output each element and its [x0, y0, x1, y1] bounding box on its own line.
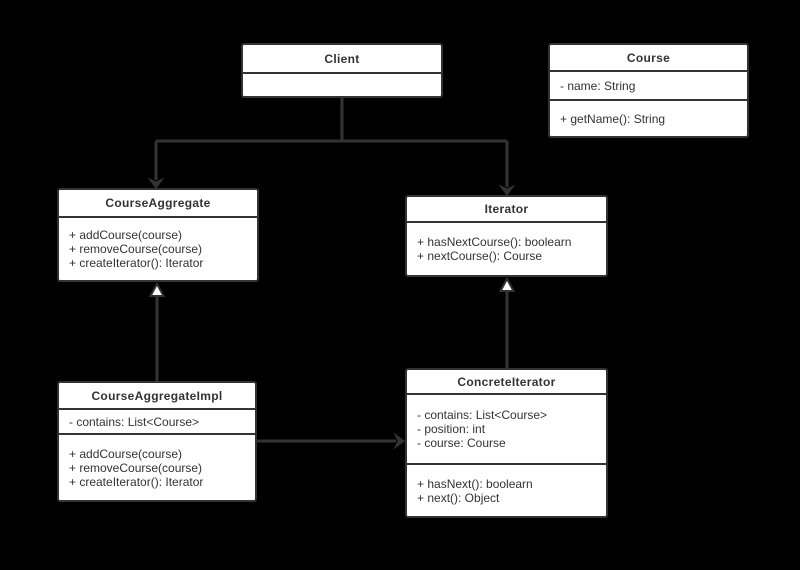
class-methods: + addCourse(course) + removeCourse(cours…	[59, 433, 255, 500]
class-method: + removeCourse(course)	[69, 242, 203, 256]
class-method: + hasNextCourse(): boolearn	[417, 235, 572, 249]
class-title: ConcreteIterator	[457, 374, 556, 389]
class-title: CourseAggregate	[105, 196, 211, 210]
arrowhead-open-down-courseaggregate	[147, 177, 165, 189]
class-title: CourseAggregateImpl	[91, 388, 223, 403]
arrowhead-open-right-concreteiterator	[393, 432, 405, 450]
class-node-client[interactable]: Client	[241, 43, 443, 98]
class-method: + createIterator(): Iterator	[69, 256, 204, 270]
class-methods: + getName(): String	[550, 99, 747, 136]
class-node-concreteiterator[interactable]: ConcreteIterator - contains: List<Course…	[405, 368, 608, 518]
edge-client-to-courseaggregate-and-iterator[interactable]	[154, 97, 509, 187]
class-node-iterator[interactable]: Iterator + hasNextCourse(): boolearn + n…	[405, 195, 608, 277]
class-method: + getName(): String	[560, 111, 666, 126]
class-attribute: - contains: List<Course>	[69, 414, 200, 429]
class-attribute: - course: Course	[417, 436, 506, 450]
class-methods: + hasNext(): boolearn + next(): Object	[407, 463, 606, 516]
arrowhead-open-down-iterator	[498, 184, 516, 196]
class-attribute: - position: int	[417, 422, 486, 436]
class-attributes: - contains: List<Course> - position: int…	[407, 393, 606, 463]
arrowhead-hollow-triangle-up-iterator	[498, 276, 516, 292]
class-method: + removeCourse(course)	[69, 460, 203, 475]
class-attributes: - name: String	[550, 70, 747, 99]
arrowhead-hollow-triangle-up-courseaggregate	[148, 281, 166, 297]
class-method: + hasNext(): boolearn	[417, 476, 533, 491]
class-methods: + addCourse(course) + removeCourse(cours…	[59, 216, 257, 280]
class-method: + createIterator(): Iterator	[69, 474, 204, 489]
class-body-empty	[243, 72, 441, 96]
class-node-courseaggregateimpl[interactable]: CourseAggregateImpl - contains: List<Cou…	[57, 381, 257, 502]
class-attribute: - contains: List<Course>	[417, 408, 548, 422]
class-attributes: - contains: List<Course>	[59, 408, 255, 433]
class-title: Iterator	[484, 202, 529, 216]
class-method: + nextCourse(): Course	[417, 249, 543, 263]
class-title: Client	[324, 51, 360, 66]
class-title: Course	[626, 50, 671, 65]
class-method: + addCourse(course)	[69, 446, 183, 461]
class-node-courseaggregate[interactable]: CourseAggregate + addCourse(course) + re…	[57, 188, 259, 282]
class-method: + addCourse(course)	[69, 228, 183, 242]
class-method: + next(): Object	[417, 490, 500, 505]
class-node-course[interactable]: Course - name: String + getName(): Strin…	[548, 43, 749, 138]
class-attribute: - name: String	[560, 78, 636, 93]
class-methods: + hasNextCourse(): boolearn + nextCourse…	[407, 221, 606, 275]
